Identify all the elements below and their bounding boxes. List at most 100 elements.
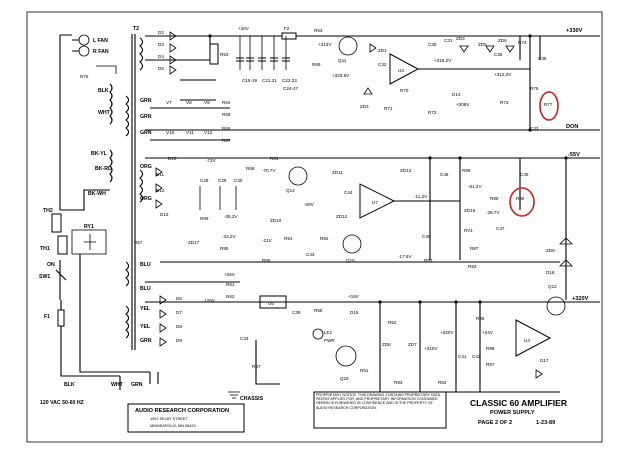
- fuse-f1: [57, 309, 65, 327]
- c32-label: C32: [378, 62, 387, 67]
- r83b-label: R83: [394, 380, 403, 385]
- r75-label: R75: [530, 86, 539, 91]
- r90b-label: R90: [262, 258, 271, 263]
- minus352-node: -35.2V: [224, 214, 238, 219]
- r51-label: R51: [360, 368, 369, 373]
- r-fan-connector: [78, 45, 90, 57]
- c21-label: C21,21: [262, 78, 277, 83]
- t2-label: T2: [133, 26, 139, 32]
- u6-label: U6: [268, 301, 274, 306]
- c42-label: C42: [472, 354, 481, 359]
- plus310-node: +310V: [424, 346, 438, 351]
- plus26-node: +26V: [224, 272, 236, 277]
- zd5-label: ZD5: [478, 42, 487, 47]
- d5-label: D5: [158, 66, 164, 71]
- transistor-q16: [335, 345, 357, 367]
- c28-label: C28: [200, 178, 209, 183]
- blk-line-label: BLK: [64, 382, 75, 388]
- c24-27-label: C24-27: [283, 86, 299, 91]
- plus306-node: +306V: [456, 102, 470, 107]
- plus333-node: +333.8V: [332, 73, 350, 78]
- fuse-f2: [281, 32, 297, 40]
- don-rail-label: DON: [566, 124, 578, 130]
- bias-supply: -55V D10 D11 D12 D13 -72V C28 C29 C30 R6…: [134, 152, 600, 269]
- r87-label: R87: [470, 246, 479, 251]
- l-fan-connector: [78, 34, 90, 46]
- plus330-rail-label: +330V: [566, 28, 583, 34]
- f2-label: F2: [284, 26, 290, 31]
- r74-label: R74: [518, 40, 527, 45]
- r72-label: R72: [428, 110, 437, 115]
- minus612-node: -61.2V: [468, 184, 482, 189]
- d14-label: D14: [452, 92, 461, 97]
- r57-label: R57: [134, 240, 143, 245]
- power-switch: [55, 260, 67, 300]
- company-box: [127, 403, 245, 433]
- c30b-label: C30: [234, 178, 243, 183]
- r63-label: R63: [314, 28, 323, 33]
- r93-label: R93: [468, 264, 477, 269]
- zd11-label: ZD11: [332, 170, 343, 175]
- r86-label: R86: [462, 168, 471, 173]
- bk-wh-label: BK-WH: [88, 191, 106, 197]
- mosfet-q12: [546, 296, 566, 316]
- r71-label: R71: [384, 106, 393, 111]
- r83-label: R83: [424, 258, 433, 263]
- fan-section: L FAN R FAN R76 BLK WHT BK-YL BK-RD BK-W…: [59, 34, 117, 211]
- c35-label: C35: [494, 52, 503, 57]
- plus40-node: +40V: [238, 26, 250, 31]
- q11-label: Q11: [338, 58, 347, 63]
- minus21-node: -21V: [262, 238, 273, 243]
- zd4-label: ZD4: [360, 104, 369, 109]
- zd12-label: ZD12: [336, 214, 348, 219]
- sw1-label: SW1: [39, 274, 50, 280]
- grn-label-2: GRN: [140, 114, 152, 120]
- u3-label: U3: [398, 68, 404, 73]
- filter-cap-bank: [239, 36, 287, 70]
- org-label-2: ORG: [140, 196, 152, 202]
- q16-label: Q16: [340, 376, 349, 381]
- plus18-node: +18V: [348, 294, 360, 299]
- zd15-label: ZD15: [464, 208, 476, 213]
- c49-label: C49: [520, 172, 529, 177]
- zd6-label: ZD6: [498, 38, 507, 43]
- grn-yl-label: GRN: [140, 338, 152, 344]
- r97-label: R97: [486, 362, 495, 367]
- r64-label: R64: [222, 100, 231, 105]
- plus24-node: +24V: [482, 330, 494, 335]
- th2-label: TH2: [43, 208, 53, 214]
- org-label: ORG: [140, 164, 152, 170]
- plus413-node: +413V: [318, 42, 332, 47]
- grn-line-label: GRN: [131, 382, 143, 388]
- r52-label: R52: [388, 320, 397, 325]
- plus316-node: +316.2V: [434, 58, 452, 63]
- plus320-node: +320V: [440, 330, 454, 335]
- r62-label: R62: [226, 294, 235, 299]
- minus55-rail-label: -55V: [568, 152, 580, 158]
- yel-label: YEL: [140, 306, 151, 312]
- company-address-2: MINNEAPOLIS, MN 55429: [150, 424, 196, 428]
- r89-label: R89: [200, 216, 209, 221]
- page-number: PAGE 2 OF 2: [478, 420, 512, 426]
- yel-label-2: YEL: [140, 324, 151, 330]
- proprietary-notice-box: [313, 391, 447, 429]
- c30-label: C30: [428, 42, 437, 47]
- d6-label: D6: [176, 296, 182, 301]
- rv1-label: RV1: [464, 228, 473, 233]
- hv-supply: D2 D3 D4 D5 R53 +40V F2 C15-19 C21,21 C2…: [145, 26, 600, 131]
- c43-label: C43: [306, 252, 315, 257]
- r92-label: R92: [320, 236, 329, 241]
- minus707-node: -70.7V: [262, 168, 276, 173]
- transformer-t2: T2 GRN GRN GRN ORG ORG BLU BLU YEL YEL G…: [125, 26, 152, 350]
- d8-label: D8: [176, 324, 182, 329]
- d3-label: D3: [158, 42, 164, 47]
- output-section: ZD9 D16 +320V Q12: [546, 158, 589, 316]
- u4-label: U4: [524, 338, 530, 343]
- plus312-node: +312.2V: [494, 72, 512, 77]
- c39-label: C39: [292, 310, 301, 315]
- opamp-u7: [359, 183, 396, 219]
- blu-label-2: BLU: [140, 286, 151, 292]
- d9-label: D9: [176, 338, 182, 343]
- mosfet-q15: [342, 234, 362, 254]
